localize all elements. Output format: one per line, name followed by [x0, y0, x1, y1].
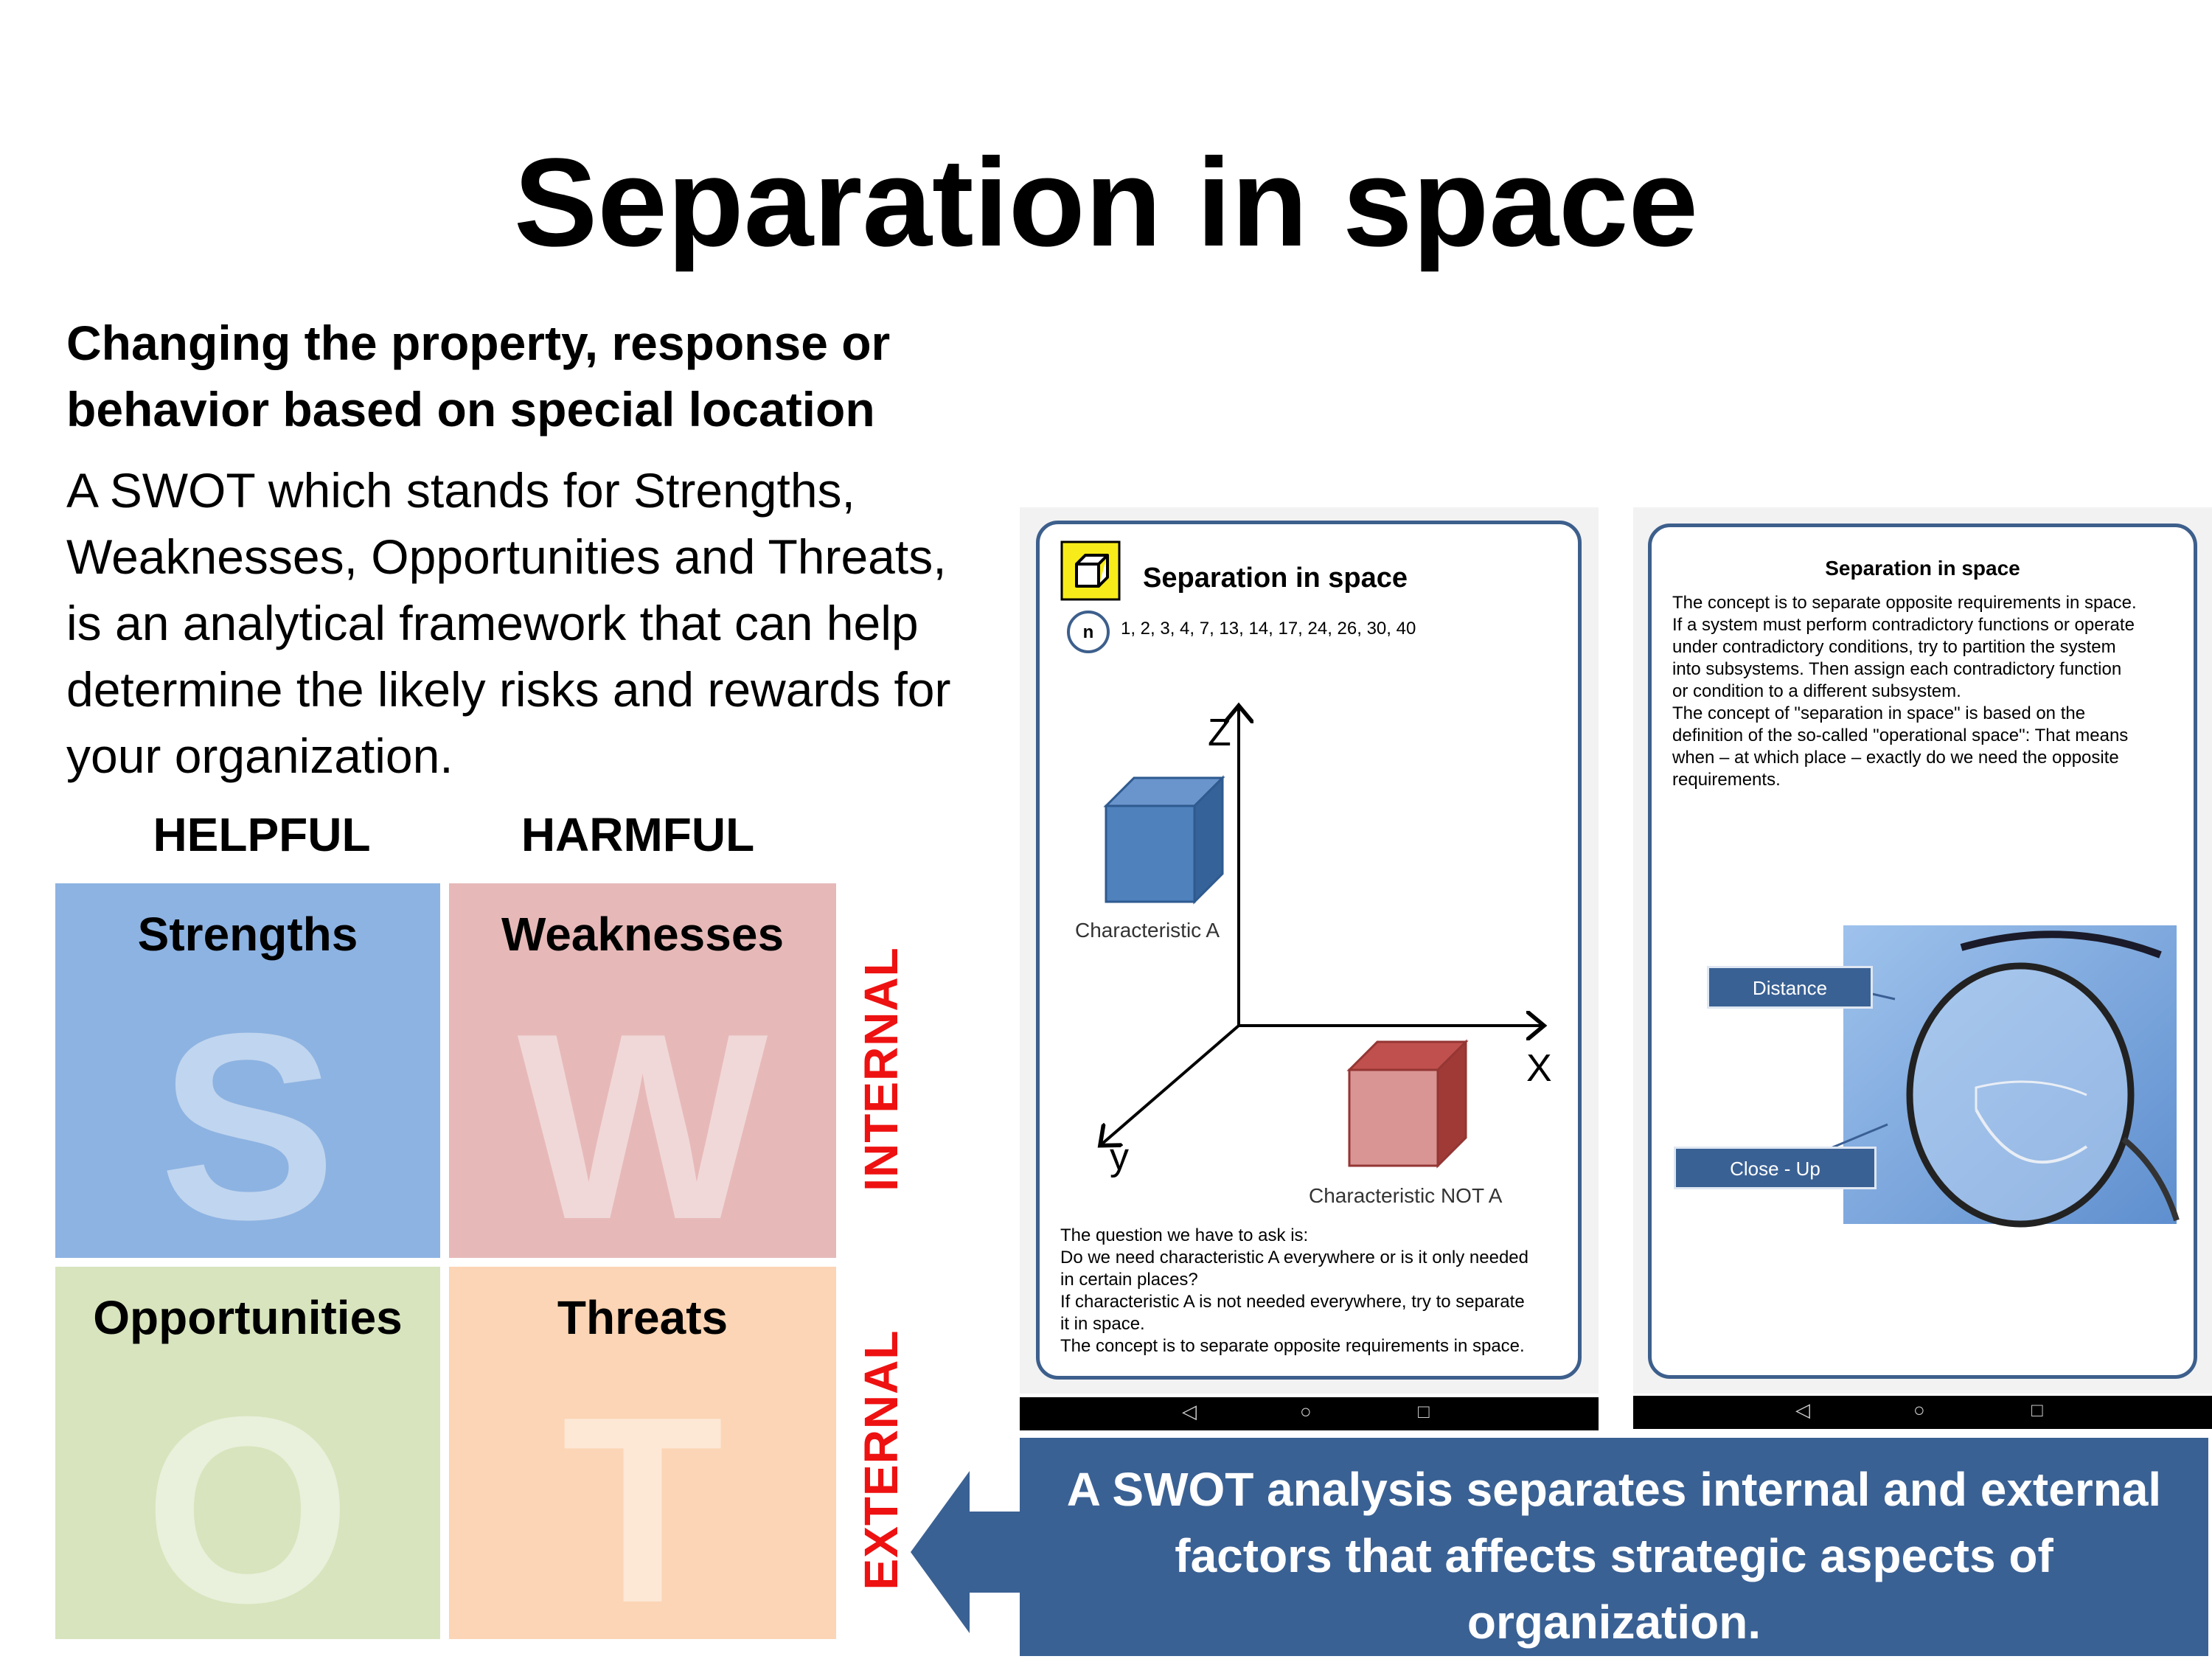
nav-back-icon[interactable]: ◁ [1182, 1400, 1197, 1422]
nav-home-icon[interactable]: ○ [1913, 1399, 1925, 1421]
quadrant-letter: T [561, 1362, 724, 1639]
swot-quadrant-opportunities: Opportunities O [55, 1267, 440, 1639]
cube-icon [1060, 540, 1121, 601]
quadrant-label: Weaknesses [501, 908, 785, 961]
text-line: requirements. [1672, 770, 1781, 790]
nav-recent-icon[interactable]: □ [2031, 1399, 2043, 1421]
swot-quadrant-strengths: Strengths S [55, 883, 440, 1258]
text-line: If a system must perform contradictory f… [1672, 615, 2135, 635]
swot-quadrant-threats: Threats T [449, 1267, 836, 1639]
text-line: Do we need characteristic A everywhere o… [1060, 1248, 1529, 1267]
quadrant-label: Strengths [137, 908, 358, 961]
nav-home-icon[interactable]: ○ [1300, 1400, 1312, 1422]
card-title: Separation in space [1825, 557, 2020, 580]
cube-blue [1103, 775, 1225, 905]
text-line: under contradictory conditions, try to p… [1672, 637, 2116, 657]
android-navbar-right: ◁ ○ □ [1633, 1396, 2212, 1429]
column-header-harmful: HARMFUL [521, 808, 755, 861]
text-line: when – at which place – exactly do we ne… [1672, 748, 2119, 768]
text-line: The concept is to separate opposite requ… [1060, 1336, 1525, 1356]
slide-body-text: A SWOT which stands for Strengths, Weakn… [66, 463, 951, 783]
android-navbar-left: ◁ ○ □ [1020, 1397, 1599, 1430]
card-title: Separation in space [1143, 563, 1408, 594]
row-label-internal: INTERNAL [855, 947, 908, 1192]
card-description-text: The concept is to separate opposite requ… [1672, 592, 2188, 791]
row-label-external: EXTERNAL [855, 1329, 908, 1590]
text-line: The question we have to ask is: [1060, 1225, 1309, 1245]
text-line: into subsystems. Then assign each contra… [1672, 659, 2122, 679]
badge-text: n [1083, 622, 1094, 642]
phone-screenshot-right: Separation in space The concept is to se… [1633, 507, 2212, 1394]
text-line: The concept of "separation in space" is … [1672, 703, 2086, 723]
text-line: in certain places? [1060, 1270, 1198, 1290]
card-separation-glasses: Separation in space The concept is to se… [1648, 524, 2197, 1379]
card-principle-numbers: 1, 2, 3, 4, 7, 13, 14, 17, 24, 26, 30, 4… [1121, 619, 1416, 639]
badge-icon: n [1067, 611, 1110, 653]
column-header-helpful: HELPFUL [153, 808, 371, 861]
distance-label-box: Distance [1707, 966, 1873, 1009]
nav-back-icon[interactable]: ◁ [1795, 1399, 1810, 1421]
slide-title: Separation in space [513, 133, 1699, 273]
card-question-text: The question we have to ask is: Do we ne… [1060, 1225, 1584, 1357]
characteristic-not-a-label: Characteristic NOT A [1309, 1184, 1503, 1207]
quadrant-label: Opportunities [93, 1291, 403, 1344]
quadrant-letter: O [144, 1362, 352, 1639]
glasses-photo [1798, 925, 2180, 1228]
swot-quadrant-weaknesses: Weaknesses W [449, 883, 836, 1258]
callout-box: A SWOT analysis separates internal and e… [1020, 1438, 2208, 1656]
left-arrow-icon [911, 1471, 1029, 1633]
text-line: or condition to a different subsystem. [1672, 681, 1961, 701]
distance-label: Distance [1752, 977, 1828, 999]
axis-z-label: Z [1208, 712, 1231, 754]
quadrant-letter: S [159, 978, 337, 1258]
text-line: definition of the so-called "operational… [1672, 726, 2129, 745]
quadrant-letter: W [517, 978, 768, 1258]
text-line: The concept is to separate opposite requ… [1672, 593, 2137, 613]
nav-recent-icon[interactable]: □ [1418, 1400, 1430, 1422]
axis-x-label: X [1526, 1047, 1552, 1090]
axis-y-line [1102, 1024, 1240, 1144]
card-separation-3d: Separation in space n 1, 2, 3, 4, 7, 13,… [1036, 521, 1582, 1380]
axes-diagram: Z X y Characteristic A Characteristic NO… [1075, 686, 1552, 1207]
axis-y-label: y [1110, 1135, 1129, 1178]
cube-red [1346, 1039, 1469, 1169]
closeup-label: Close - Up [1730, 1158, 1820, 1180]
quadrant-label: Threats [557, 1291, 728, 1344]
phone-screenshot-left: Separation in space n 1, 2, 3, 4, 7, 13,… [1020, 507, 1599, 1394]
characteristic-a-label: Characteristic A [1075, 919, 1220, 942]
closeup-label-box: Close - Up [1674, 1147, 1877, 1189]
text-line: If characteristic A is not needed everyw… [1060, 1292, 1525, 1312]
text-line: it in space. [1060, 1314, 1145, 1334]
slide-subtitle: Changing the property, response or behav… [66, 316, 891, 437]
